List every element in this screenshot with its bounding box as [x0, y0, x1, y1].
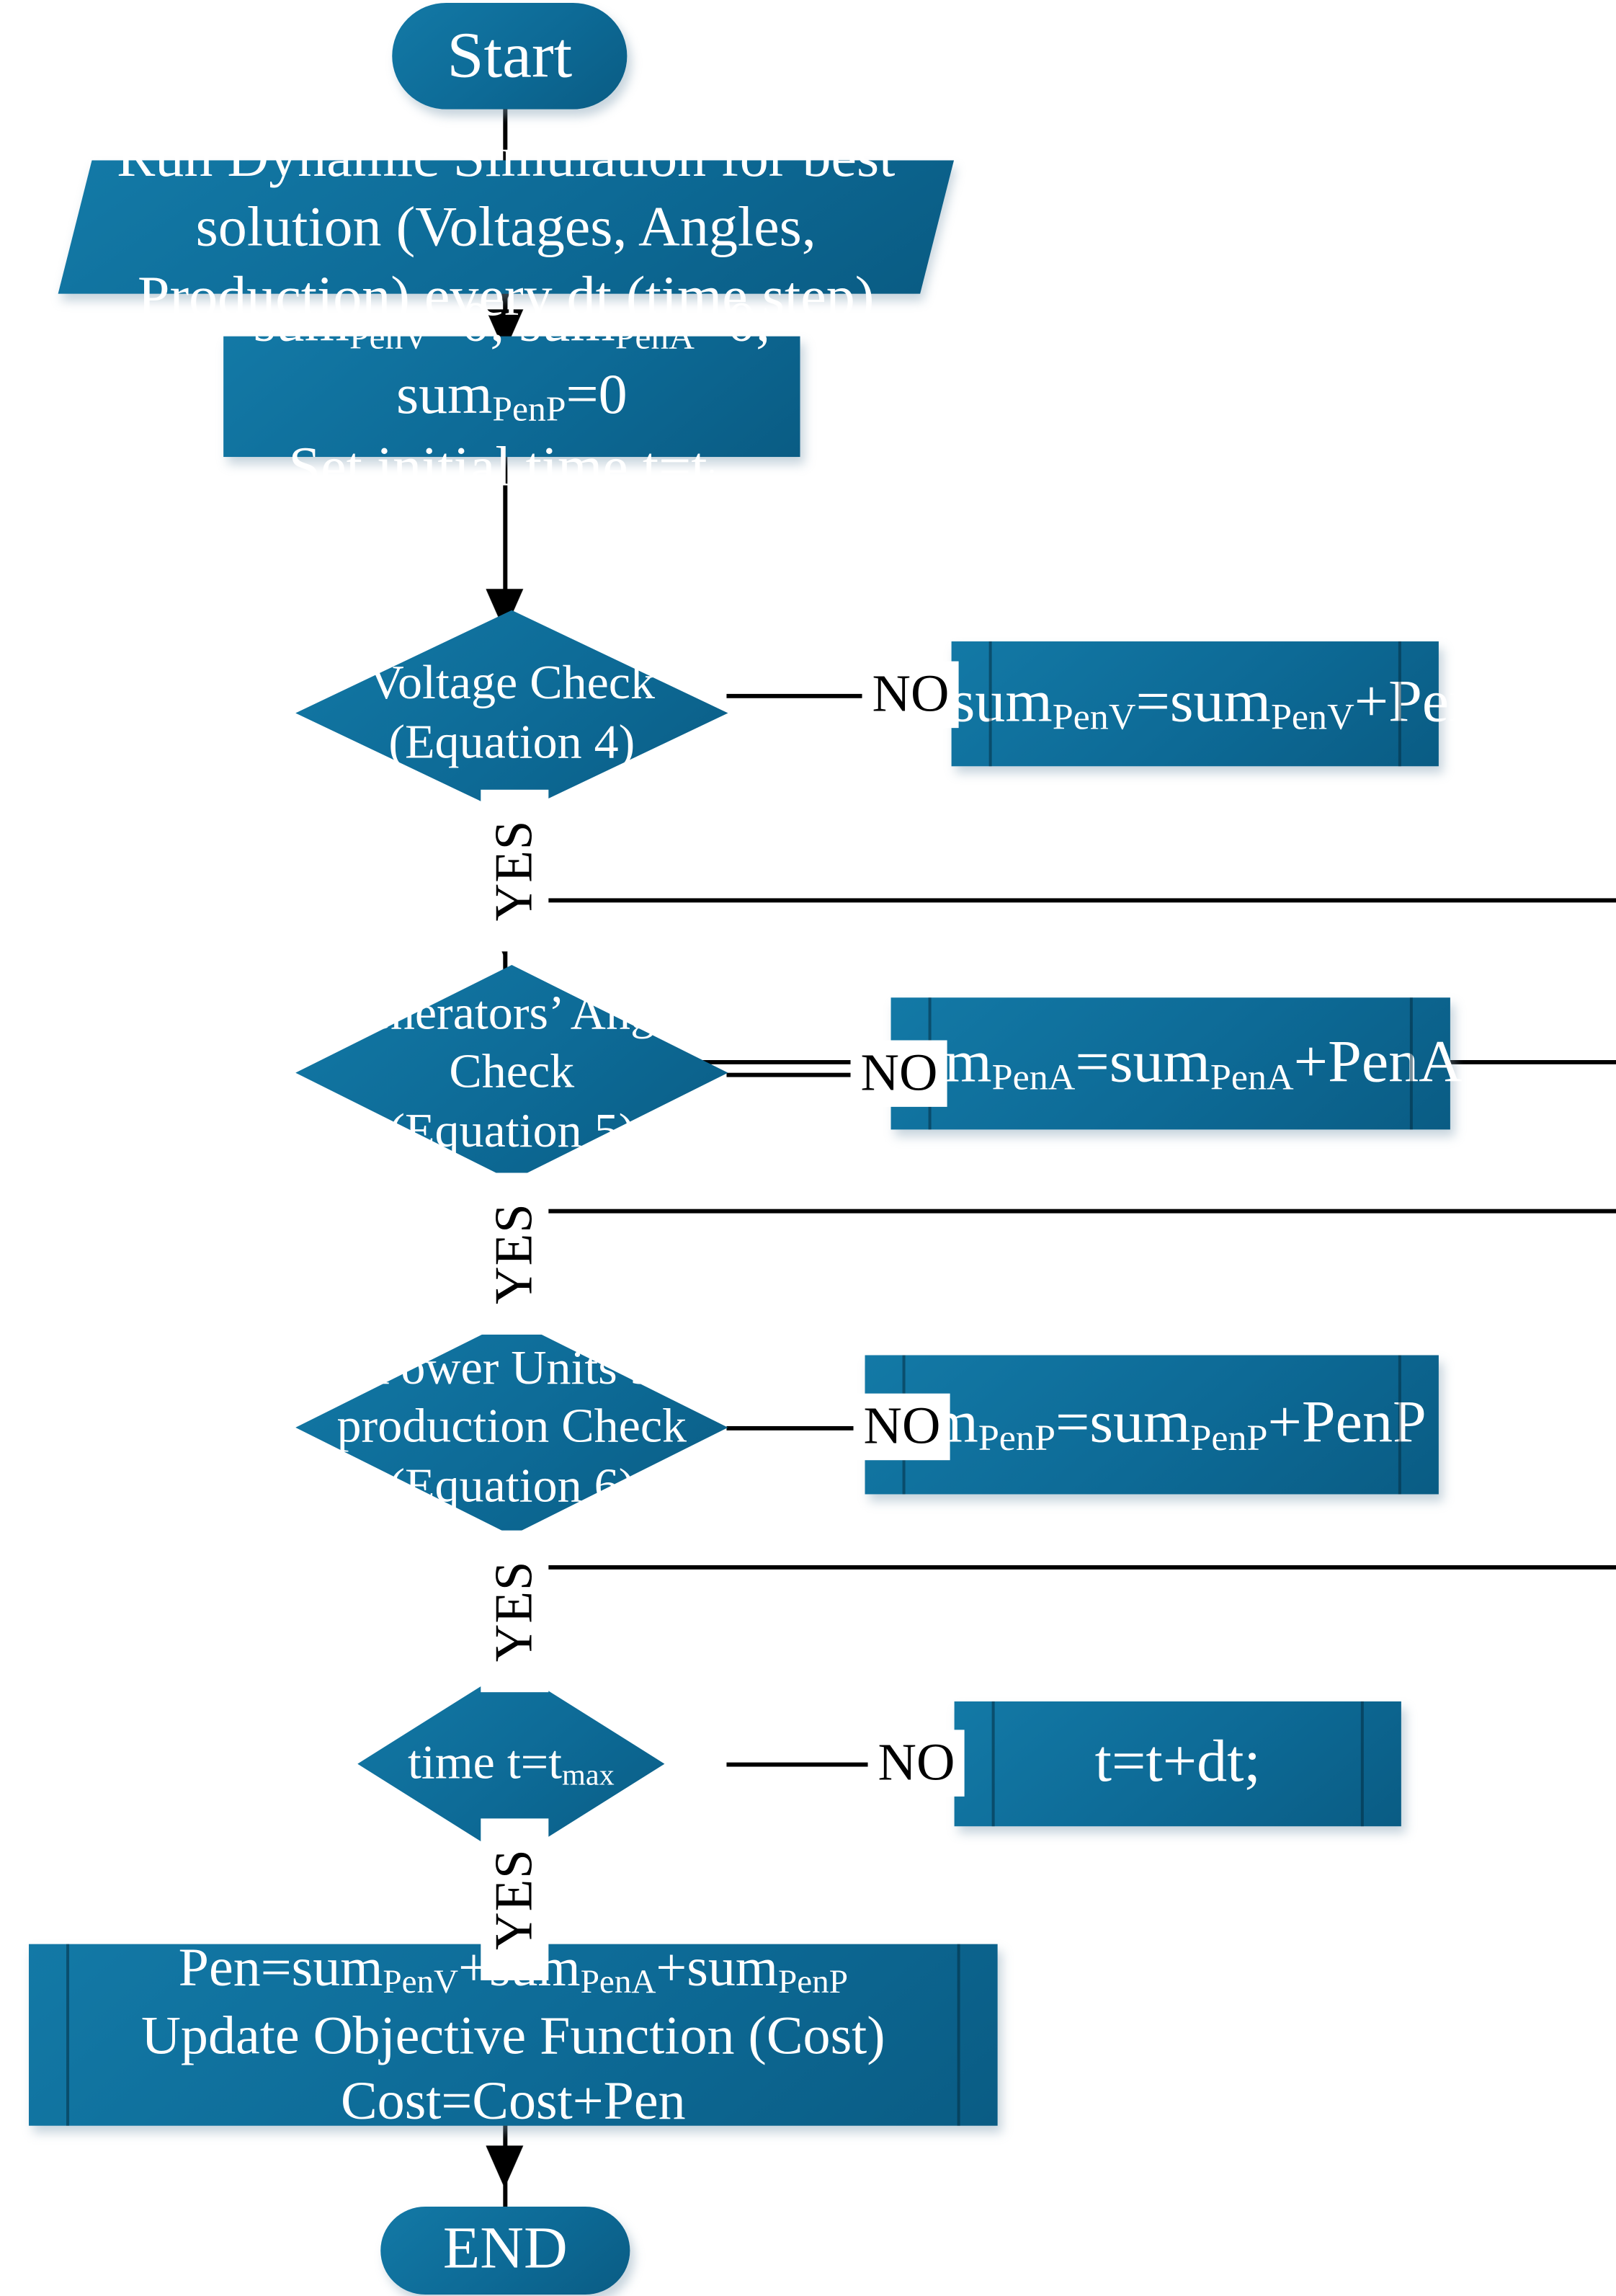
node-end[interactable]: END: [380, 2206, 630, 2295]
node-time-increment[interactable]: t=t+dt;: [954, 1701, 1401, 1827]
node-angle-check-label: Generators’ Angle Check (Equation 5): [333, 987, 691, 1158]
initialize-line1: sumPenV=0, sumPenA=0, sumPenP=0: [253, 290, 771, 430]
edge-label-yes-time: YES: [481, 1818, 549, 1980]
update-cost-line1: Pen=sumPenV+sumPenA+sumPenP: [178, 1938, 848, 2001]
node-start-label: Start: [447, 19, 573, 92]
connector-angle-no: [726, 1072, 940, 1077]
node-pen-v[interactable]: sumPenV=sumPenV+PenV: [951, 641, 1523, 767]
connector-penp-back: [536, 1565, 1616, 1570]
edge-label-no-angle: NO: [850, 1040, 948, 1107]
node-end-label: END: [442, 2217, 568, 2283]
node-pen-v-label: sumPenV=sumPenV+PenV: [951, 669, 1523, 738]
node-run-simulation[interactable]: Run Dynamic Simulation for best solution…: [58, 125, 955, 327]
connector-time-no: [726, 1762, 957, 1767]
connector-pena-back: [536, 1209, 1616, 1214]
edge-label-yes-production: YES: [481, 1530, 549, 1693]
edge-label-no-time: NO: [867, 1730, 965, 1797]
node-pen-a-label: sumPenA=sumPenA+PenA: [891, 1030, 1463, 1098]
node-initialize[interactable]: sumPenV=0, sumPenA=0, sumPenP=0 Set init…: [223, 290, 800, 502]
node-voltage-check-label: Voltage Check (Equation 4): [368, 657, 656, 769]
node-time-check-label: time t=tmax: [407, 1736, 615, 1792]
node-update-cost-text: Pen=sumPenV+sumPenA+sumPenP Update Objec…: [29, 1935, 998, 2135]
edge-label-no-voltage: NO: [862, 661, 960, 729]
update-cost-line3: Cost=Cost+Pen: [340, 2071, 686, 2132]
connector-initialize-to-voltage: [503, 457, 508, 642]
arrowhead-end: [486, 2145, 524, 2189]
node-pen-p[interactable]: sumPenP=sumPenP+PenP: [865, 1355, 1439, 1495]
node-start[interactable]: Start: [392, 2, 628, 110]
node-time-increment-label: t=t+dt;: [1094, 1730, 1261, 1796]
node-production-check[interactable]: Power Units’s production Check (Equation…: [295, 1320, 728, 1536]
node-update-cost[interactable]: Pen=sumPenV+sumPenA+sumPenP Update Objec…: [29, 1938, 998, 2131]
node-voltage-check[interactable]: Voltage Check (Equation 4): [295, 610, 728, 816]
node-initialize-text: sumPenV=0, sumPenA=0, sumPenP=0 Set init…: [223, 289, 800, 505]
edge-label-yes-angle: YES: [481, 1173, 549, 1335]
initialize-line2: Set initial time t=tin: [288, 434, 736, 502]
node-pen-a[interactable]: sumPenA=sumPenA+PenA: [890, 997, 1463, 1130]
node-angle-check[interactable]: Generators’ Angle Check (Equation 5): [295, 964, 728, 1181]
connector-voltage-no: [726, 693, 952, 698]
connector-production-no: [726, 1425, 943, 1430]
node-production-check-label: Power Units’s production Check (Equation…: [336, 1342, 687, 1513]
edge-label-no-production: NO: [853, 1393, 951, 1461]
connector-penv-back: [536, 898, 1616, 903]
update-cost-line2: Update Objective Function (Cost): [141, 2006, 885, 2066]
edge-label-yes-voltage: YES: [481, 789, 549, 952]
